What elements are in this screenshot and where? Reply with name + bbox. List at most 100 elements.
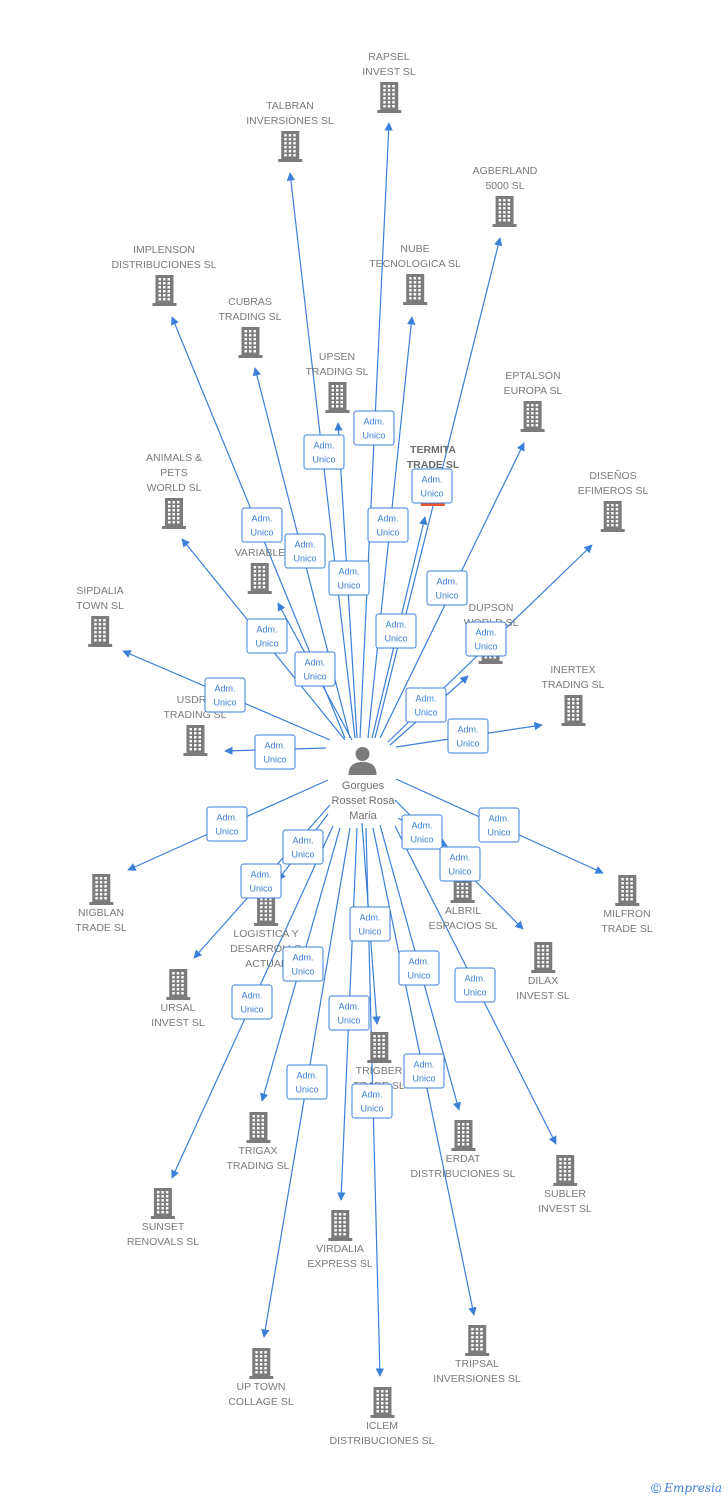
company-node-trigax[interactable]: TRIGAX TRADING SL	[226, 1110, 290, 1174]
edge-role-label[interactable]: Adm. Unico	[286, 1064, 328, 1100]
company-name: AGBERLAND 5000 SL	[472, 165, 538, 192]
edge-role-label[interactable]: Adm. Unico	[405, 687, 447, 723]
company-node-implenson[interactable]: IMPLENSON DISTRIBUCIONES SL	[111, 243, 217, 307]
company-name: ERDAT DISTRIBUCIONES SL	[410, 1153, 516, 1180]
company-name: TRIPSAL INVERSIONES SL	[433, 1358, 521, 1385]
edge-role-label[interactable]: Adm. Unico	[403, 1053, 445, 1089]
company-node-nigblan[interactable]: NIGBLAN TRADE SL	[75, 872, 127, 936]
building-icon	[560, 695, 585, 726]
building-icon	[324, 382, 349, 413]
edge-role-label[interactable]: Adm. Unico	[351, 1083, 393, 1119]
company-name: SIPDALIA TOWN SL	[76, 585, 124, 612]
company-node-animals[interactable]: ANIMALS & PETS WORLD SL	[146, 451, 202, 530]
building-icon	[245, 1112, 270, 1143]
edge-role-label[interactable]: Adm. Unico	[478, 807, 520, 843]
company-node-milfron[interactable]: MILFRON TRADE SL	[601, 873, 653, 937]
company-node-variable[interactable]: VARIABLE	[234, 546, 286, 595]
edge-role-label[interactable]: Adm. Unico	[231, 984, 273, 1020]
edge-role-label[interactable]: Adm. Unico	[426, 570, 468, 606]
company-name: DILAX INVEST SL	[516, 975, 570, 1002]
company-node-dilax[interactable]: DILAX INVEST SL	[516, 940, 570, 1004]
building-icon	[402, 274, 427, 305]
company-name: EPTALSON EUROPA SL	[503, 370, 563, 397]
company-name: VIRDALIA EXPRESS SL	[307, 1243, 373, 1270]
edge-role-label[interactable]: Adm. Unico	[282, 829, 324, 865]
company-node-disenos[interactable]: DISEÑOS EFIMEROS SL	[578, 469, 648, 533]
company-name: TERMITA TRADE SL	[406, 444, 460, 471]
edge-role-label[interactable]: Adm. Unico	[367, 507, 409, 543]
edge-role-label[interactable]: Adm. Unico	[328, 995, 370, 1031]
company-node-agberland[interactable]: AGBERLAND 5000 SL	[472, 164, 538, 228]
company-node-eptalson[interactable]: EPTALSON EUROPA SL	[503, 369, 563, 433]
building-icon	[521, 401, 545, 432]
building-icon	[166, 969, 190, 1000]
edge-role-label[interactable]: Adm. Unico	[303, 434, 345, 470]
person-name: Gorgues Rosset Rosa Maria	[331, 780, 395, 822]
copyright-symbol: ©	[650, 1480, 662, 1496]
building-icon	[328, 1210, 352, 1241]
building-icon	[493, 196, 517, 227]
building-icon	[370, 1387, 394, 1418]
company-name: RAPSEL INVEST SL	[362, 51, 416, 78]
edge-role-label[interactable]: Adm. Unico	[294, 651, 336, 687]
building-icon	[465, 1325, 489, 1356]
edge-role-label[interactable]: Adm. Unico	[254, 734, 296, 770]
edge-role-label[interactable]: Adm. Unico	[246, 618, 288, 654]
center-person-node[interactable]: Gorgues Rosset Rosa Maria	[331, 745, 395, 824]
company-node-nube[interactable]: NUBE TECNOLOGICA SL	[369, 242, 461, 306]
edge-role-label[interactable]: Adm. Unico	[282, 946, 324, 982]
company-name: SUNSET RENOVALS SL	[126, 1221, 200, 1248]
company-node-inertex[interactable]: INERTEX TRADING SL	[541, 663, 605, 727]
company-name: VARIABLE	[234, 547, 286, 559]
edge-role-label[interactable]: Adm. Unico	[454, 967, 496, 1003]
building-icon	[88, 616, 112, 647]
edge-role-label[interactable]: Adm. Unico	[447, 718, 489, 754]
company-node-ursal[interactable]: URSAL INVEST SL	[151, 967, 205, 1031]
edge-role-label[interactable]: Adm. Unico	[240, 863, 282, 899]
company-node-upsen[interactable]: UPSEN TRADING SL	[305, 350, 369, 414]
building-icon	[531, 942, 555, 973]
company-name: URSAL INVEST SL	[151, 1002, 205, 1029]
building-icon	[182, 725, 207, 756]
company-name: ALBRIL ESPACIOS SL	[428, 905, 498, 932]
edge-role-label[interactable]: Adm. Unico	[411, 468, 453, 504]
company-name: INERTEX TRADING SL	[541, 664, 605, 691]
edge-role-label[interactable]: Adm. Unico	[241, 507, 283, 543]
company-node-tripsal[interactable]: TRIPSAL INVERSIONES SL	[433, 1323, 521, 1387]
company-node-subler[interactable]: SUBLER INVEST SL	[538, 1153, 592, 1217]
company-node-erdat[interactable]: ERDAT DISTRIBUCIONES SL	[410, 1118, 516, 1182]
company-node-talbran[interactable]: TALBRAN INVERSIONES SL	[246, 99, 334, 163]
edge-role-label[interactable]: Adm. Unico	[439, 846, 481, 882]
building-icon	[614, 875, 639, 906]
edge-role-label[interactable]: Adm. Unico	[465, 621, 507, 657]
company-node-iclem[interactable]: ICLEM DISTRIBUCIONES SL	[329, 1385, 435, 1449]
edge-role-label[interactable]: Adm. Unico	[328, 560, 370, 596]
building-icon	[88, 874, 113, 905]
company-name: TALBRAN INVERSIONES SL	[246, 100, 334, 127]
edge-role-label[interactable]: Adm. Unico	[284, 533, 326, 569]
edge-role-label[interactable]: Adm. Unico	[353, 410, 395, 446]
edge-role-label[interactable]: Adm. Unico	[375, 613, 417, 649]
company-node-rapsel[interactable]: RAPSEL INVEST SL	[362, 50, 416, 114]
company-name: ANIMALS & PETS WORLD SL	[145, 452, 203, 494]
edge-role-label[interactable]: Adm. Unico	[204, 677, 246, 713]
company-node-uptown[interactable]: UP TOWN COLLAGE SL	[228, 1346, 294, 1410]
company-node-sunset[interactable]: SUNSET RENOVALS SL	[127, 1186, 199, 1250]
edge-role-label[interactable]: Adm. Unico	[398, 950, 440, 986]
company-name: ICLEM DISTRIBUCIONES SL	[329, 1420, 435, 1447]
company-name: NIGBLAN TRADE SL	[75, 907, 127, 934]
company-node-usdra[interactable]: USDRA TRADING SL	[163, 693, 227, 757]
building-icon	[366, 1032, 391, 1063]
edge-role-label[interactable]: Adm. Unico	[206, 806, 248, 842]
building-icon	[600, 501, 625, 532]
edge-role-label[interactable]: Adm. Unico	[349, 906, 391, 942]
building-icon	[247, 563, 272, 594]
edge-role-label[interactable]: Adm. Unico	[401, 814, 443, 850]
building-icon	[553, 1155, 577, 1186]
brand-logo: Empresia	[664, 1481, 722, 1495]
company-node-sipdalia[interactable]: SIPDALIA TOWN SL	[76, 584, 124, 648]
company-node-cubras[interactable]: CUBRAS TRADING SL	[218, 295, 282, 359]
company-name: UP TOWN COLLAGE SL	[228, 1381, 294, 1408]
company-node-virdalia[interactable]: VIRDALIA EXPRESS SL	[307, 1208, 373, 1272]
company-name: NUBE TECNOLOGICA SL	[369, 243, 461, 270]
